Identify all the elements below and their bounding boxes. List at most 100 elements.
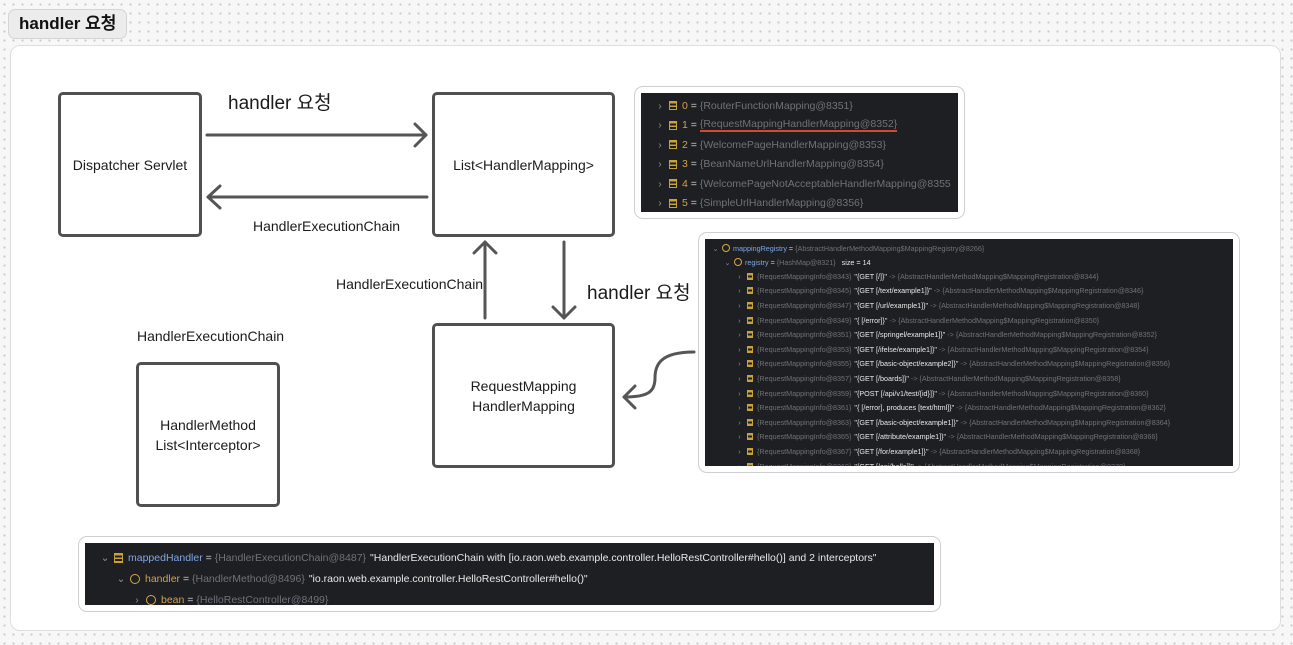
registry-entry-value: {AbstractHandlerMethodMapping$MappingReg… [955, 330, 1157, 340]
registry-entry-arrow: -> [928, 446, 940, 456]
arrow-list-down-to-request-mapping [551, 240, 577, 320]
chevron-right-icon[interactable]: › [658, 197, 662, 210]
chevron-right-icon[interactable]: › [135, 593, 139, 606]
arrow-dispatcher-to-list [205, 122, 428, 148]
registry-entry-row[interactable]: ›{RequestMappingInfo@8359}"{POST [/api/v… [705, 386, 1233, 401]
handler-name: handler [145, 572, 181, 585]
handler-method-box[interactable]: HandlerMethod List<Interceptor> [136, 362, 280, 507]
chevron-down-icon[interactable]: ⌄ [100, 551, 110, 564]
registry-entry-value: {AbstractHandlerMethodMapping$MappingReg… [924, 462, 1125, 466]
mapping-row[interactable]: ›5 = {SimpleUrlHandlerMapping@8356} [641, 194, 958, 213]
chevron-right-icon[interactable]: › [738, 330, 741, 340]
registry-entry-value: {AbstractHandlerMethodMapping$MappingReg… [942, 286, 1144, 296]
debug-handler-card: ⌄ mappedHandler = {HandlerExecutionChain… [78, 536, 941, 612]
chevron-right-icon[interactable]: › [658, 119, 662, 132]
registry-entry-key: {RequestMappingInfo@8369} [757, 462, 851, 466]
handler-mapping-list-label: List<HandlerMapping> [453, 156, 594, 173]
registry-entry-row[interactable]: ›{RequestMappingInfo@8351}"{GET [/spring… [705, 327, 1233, 342]
label-handler-request-down: handler 요청 [587, 283, 691, 304]
chevron-down-icon[interactable]: ⌄ [116, 572, 126, 585]
chevron-right-icon[interactable]: › [735, 462, 744, 466]
bean-ref: {HelloRestController@8499} [196, 593, 329, 606]
arrow-registry-to-request-mapping [622, 350, 696, 410]
registry-entry-value: {AbstractHandlerMethodMapping$MappingReg… [938, 300, 1140, 310]
registry-map-row[interactable]: ⌄ registry = {HashMap@8321} size = 14 [724, 257, 871, 267]
handler-method-label-line2: List<Interceptor> [155, 436, 261, 453]
object-icon [130, 573, 140, 584]
mapped-handler-name: mappedHandler [128, 551, 203, 564]
registry-entry-row[interactable]: ›{RequestMappingInfo@8363}"{GET [/basic-… [705, 415, 1233, 430]
chevron-right-icon[interactable]: › [658, 177, 662, 190]
handler-method-label-line1: HandlerMethod [160, 416, 256, 433]
chevron-right-icon[interactable]: › [738, 388, 741, 398]
chevron-right-icon[interactable]: › [738, 300, 741, 310]
chevron-right-icon[interactable]: › [738, 271, 741, 281]
registry-map-size: size = 14 [841, 257, 871, 267]
chevron-right-icon[interactable]: › [738, 417, 741, 427]
mapping-index: 3 [682, 158, 688, 171]
list-icon [747, 462, 753, 466]
registry-entry-arrow: -> [945, 330, 956, 340]
mapping-equals: = [687, 99, 700, 112]
registry-entry-value: {AbstractHandlerMethodMapping$MappingReg… [969, 359, 1171, 369]
registry-entry-row[interactable]: ›{RequestMappingInfo@8345}"{GET [/text/e… [705, 284, 1233, 299]
dispatcher-servlet-box[interactable]: Dispatcher Servlet [58, 92, 202, 237]
request-mapping-label-line1: RequestMapping [470, 377, 577, 394]
registry-entry-row[interactable]: ›{RequestMappingInfo@8343}"{GET [/]}" ->… [705, 269, 1233, 284]
chevron-right-icon[interactable]: › [738, 432, 741, 442]
object-icon [734, 258, 742, 266]
chevron-right-icon[interactable]: › [738, 359, 741, 369]
registry-entry-key: {RequestMappingInfo@8359} [757, 388, 852, 398]
registry-entry-row[interactable]: ›{RequestMappingInfo@8357}"{GET [/boards… [705, 371, 1233, 386]
list-icon [747, 301, 753, 309]
registry-entry-row[interactable]: ›{RequestMappingInfo@8355}"{GET [/basic-… [705, 357, 1233, 372]
debug-handler-panel: ⌄ mappedHandler = {HandlerExecutionChain… [85, 543, 934, 605]
chevron-right-icon[interactable]: › [738, 403, 741, 413]
registry-entry-arrow: -> [908, 373, 920, 383]
chevron-right-icon[interactable]: › [738, 344, 741, 354]
bean-row[interactable]: › bean = {HelloRestController@8499} [85, 589, 934, 606]
mapped-handler-row[interactable]: ⌄ mappedHandler = {HandlerExecutionChain… [100, 551, 877, 564]
list-icon [747, 360, 753, 368]
debug-registry-panel: ⌄ mappingRegistry = {AbstractHandlerMeth… [705, 239, 1233, 466]
chevron-down-icon[interactable]: ⌄ [712, 243, 719, 253]
registry-entry-row[interactable]: ›{RequestMappingInfo@8347}"{GET [/url/ex… [705, 298, 1233, 313]
mapping-row[interactable]: ›4 = {WelcomePageNotAcceptableHandlerMap… [641, 174, 958, 194]
registry-entry-row[interactable]: ›{RequestMappingInfo@8361}"{ [/error], p… [705, 400, 1233, 415]
handler-row[interactable]: ⌄ handler = {HandlerMethod@8496} "io.rao… [116, 572, 588, 585]
registry-entry-value: {AbstractHandlerMethodMapping$MappingReg… [897, 271, 1099, 281]
mapping-row[interactable]: › 3 = {BeanNameUrlHandlerMapping@8354} [641, 155, 958, 175]
registry-entry-row[interactable]: ›{RequestMappingInfo@8365}"{GET [/attrib… [705, 430, 1233, 445]
mapping-value: {BeanNameUrlHandlerMapping@8354} [699, 158, 884, 171]
list-icon [669, 198, 677, 208]
mapping-equals: = [687, 138, 700, 151]
frame-title[interactable]: handler 요청 [8, 9, 128, 39]
registry-entry-string: "{GET [/url/example1]}" [854, 300, 929, 310]
mapping-equals: = [687, 177, 700, 190]
registry-entry-row[interactable]: ›{RequestMappingInfo@8349}"{ [/error]}" … [705, 313, 1233, 328]
registry-entry-row[interactable]: ›{RequestMappingInfo@8369}"{GET [/api/he… [705, 459, 1233, 466]
chevron-right-icon[interactable]: › [658, 158, 662, 171]
registry-entry-value: {AbstractHandlerMethodMapping$MappingReg… [964, 403, 1166, 413]
registry-entry-key: {RequestMappingInfo@8343} [757, 271, 852, 281]
mapping-row[interactable]: ›1 = {RequestMappingHandlerMapping@8352} [641, 116, 958, 136]
chevron-right-icon[interactable]: › [738, 373, 741, 383]
chevron-right-icon[interactable]: › [658, 138, 662, 151]
chevron-right-icon[interactable]: › [738, 446, 741, 456]
handler-mapping-list-box[interactable]: List<HandlerMapping> [432, 92, 615, 237]
mapping-row[interactable]: ›2 = {WelcomePageHandlerMapping@8353} [641, 135, 958, 155]
registry-entry-row[interactable]: ›{RequestMappingInfo@8353}"{GET [/ifelse… [705, 342, 1233, 357]
request-mapping-box[interactable]: RequestMapping HandlerMapping [432, 323, 615, 468]
registry-root-row[interactable]: ⌄ mappingRegistry = {AbstractHandlerMeth… [712, 243, 985, 253]
object-icon [146, 594, 156, 605]
chevron-right-icon[interactable]: › [658, 99, 662, 112]
chevron-right-icon[interactable]: › [738, 315, 741, 325]
chevron-right-icon[interactable]: › [738, 286, 741, 296]
registry-entry-key: {RequestMappingInfo@8349} [757, 315, 852, 325]
mapping-row[interactable]: ›0 = {RouterFunctionMapping@8351} [641, 96, 958, 116]
registry-entry-row[interactable]: ›{RequestMappingInfo@8367}"{GET [/for/ex… [705, 444, 1233, 459]
chevron-down-icon[interactable]: ⌄ [724, 257, 731, 267]
mapping-equals: = [687, 158, 700, 171]
registry-root-ref: {AbstractHandlerMethodMapping$MappingReg… [795, 243, 985, 253]
registry-entry-key: {RequestMappingInfo@8357} [757, 373, 852, 383]
